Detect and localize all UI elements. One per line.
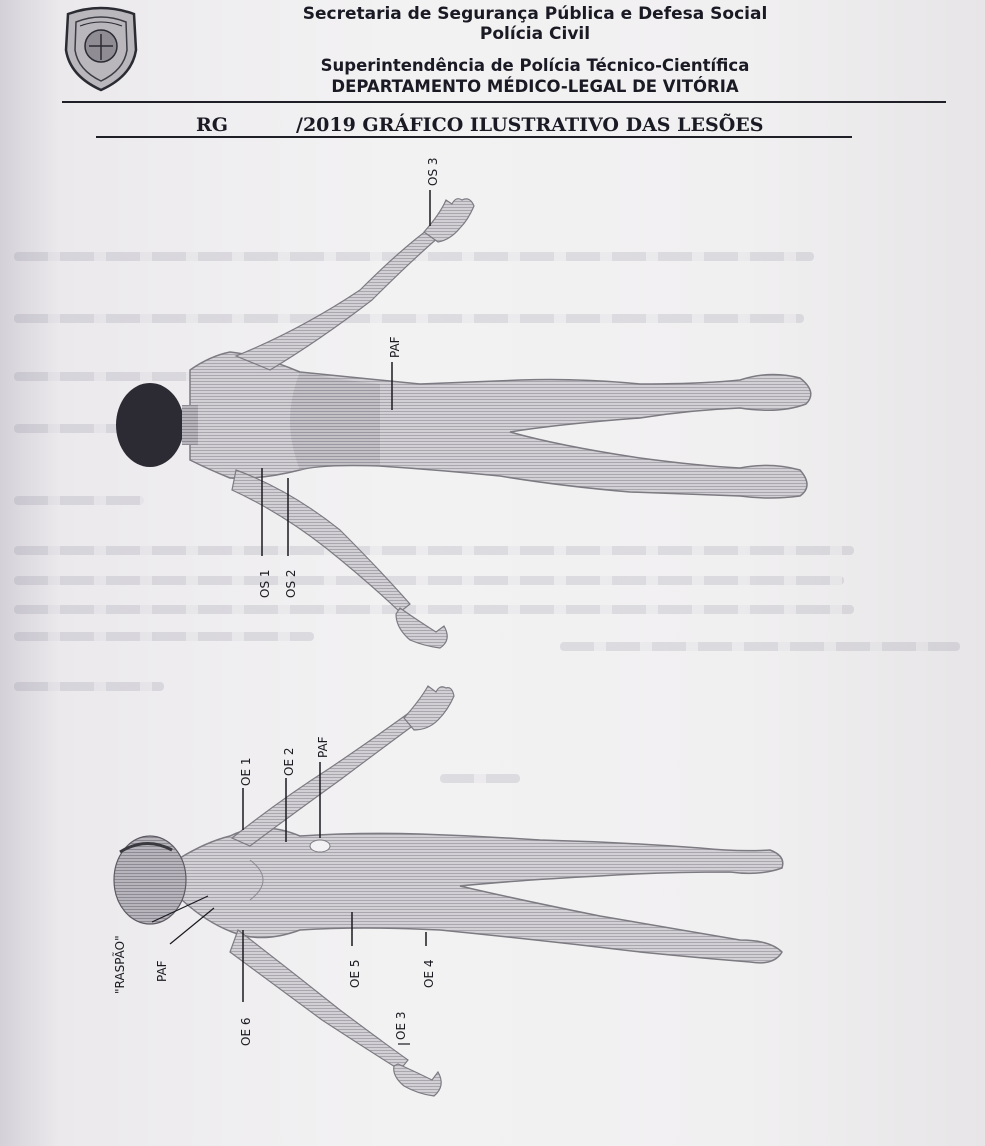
- label-paf-posterior: PAF: [388, 336, 402, 358]
- label-oe6: OE 6: [239, 1018, 253, 1046]
- label-oe1: OE 1: [239, 758, 253, 786]
- label-os2: OS 2: [284, 569, 298, 598]
- label-oe4: OE 4: [422, 960, 436, 988]
- label-oe3-anterior: OE 3: [394, 1012, 408, 1040]
- label-paf-anterior-neck: PAF: [155, 960, 169, 982]
- label-oe5: OE 5: [348, 960, 362, 988]
- anterior-body-figure: [114, 686, 783, 1096]
- label-os3-posterior: OS 3: [426, 157, 440, 186]
- label-raspao: "RASPÃO": [112, 935, 127, 994]
- label-oe2: OE 2: [282, 748, 296, 776]
- label-os1: OS 1: [258, 569, 272, 598]
- label-paf-anterior-chest: PAF: [316, 736, 330, 758]
- posterior-body-figure: [116, 199, 811, 648]
